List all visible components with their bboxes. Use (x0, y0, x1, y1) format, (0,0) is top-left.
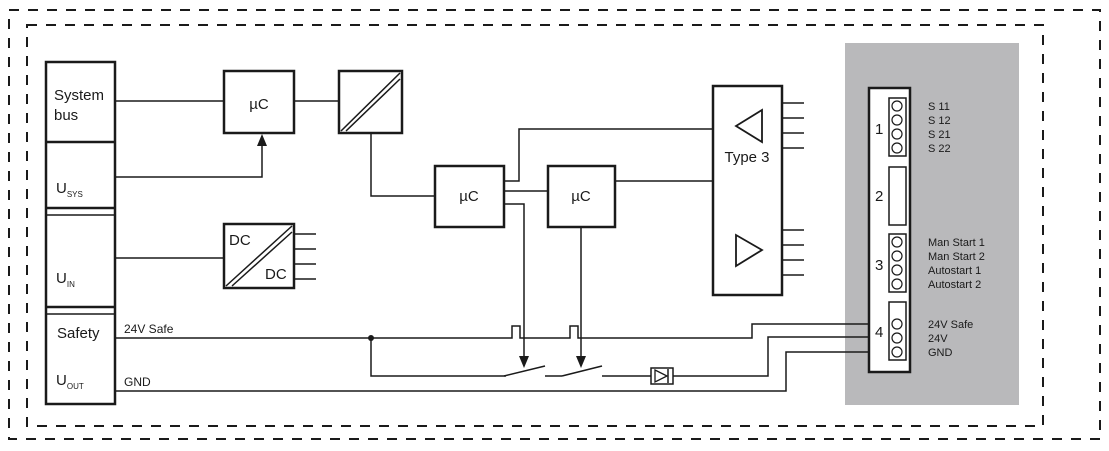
output-stage-label: Type 3 (724, 149, 769, 166)
inner-dashed-frame (26, 24, 1044, 427)
terminal-1-label-4: S 22 (928, 143, 951, 155)
system-bus-label-line2: bus (54, 107, 78, 124)
terminal-1-pins (891, 100, 903, 154)
gnd-line (115, 351, 869, 392)
terminal-4-label-2: 24V (928, 333, 948, 345)
terminal-4-label-3: GND (928, 347, 953, 359)
terminal-2-number: 2 (875, 188, 883, 205)
dc-in-label: DC (229, 232, 251, 249)
safety-label: Safety (57, 325, 100, 342)
output-stubs (294, 102, 804, 280)
dc-dc-diagonal-2 (231, 231, 293, 287)
terminal-3-label-2: Man Start 2 (928, 251, 985, 263)
isolator-diagonal (340, 72, 401, 132)
terminal-4-connector (888, 301, 907, 361)
terminal-3-number: 3 (875, 257, 883, 274)
safe-24v-line (115, 323, 869, 339)
terminal-1-label-2: S 12 (928, 115, 951, 127)
usys-arrowhead (257, 134, 267, 146)
terminal-1-number: 1 (875, 121, 883, 138)
terminal-3-label-1: Man Start 1 (928, 237, 985, 249)
switch-branch (370, 336, 869, 377)
switch1-arrowhead (519, 356, 529, 368)
dc-out-label: DC (265, 266, 287, 283)
terminal-4-pins (891, 318, 903, 358)
usys-label: USYS (56, 180, 83, 199)
uc-top-block (222, 69, 296, 135)
output-triangle-bottom (735, 233, 764, 268)
dc-dc-diagonal (225, 225, 293, 287)
terminal-4-label-1: 24V Safe (928, 319, 973, 331)
left-module (44, 60, 117, 406)
terminal-3-label-3: Autostart 1 (928, 265, 981, 277)
uc-mid1-label: µC (459, 188, 479, 205)
terminal-4-number: 4 (875, 324, 883, 341)
terminal-1-connector (888, 97, 907, 157)
dc-dc-block (222, 222, 296, 290)
switch2-arrowhead (576, 356, 586, 368)
safe-24v-label: 24V Safe (124, 322, 174, 336)
uin-label: UIN (56, 270, 75, 289)
output-stage-block (711, 84, 784, 297)
signal-wires (115, 100, 713, 360)
output-triangle-top (734, 108, 763, 144)
diode-symbol (650, 367, 674, 385)
uc-mid2-label: µC (571, 188, 591, 205)
system-bus-label-line1: System (54, 87, 104, 104)
terminal-3-label-4: Autostart 2 (928, 279, 981, 291)
gnd-label: GND (124, 375, 151, 389)
terminal-1-label-3: S 21 (928, 129, 951, 141)
terminal-1-label-1: S 11 (928, 101, 950, 113)
uout-label: UOUT (56, 372, 84, 391)
uc-top-label: µC (249, 96, 269, 113)
isolator-diagonal-2 (345, 78, 401, 132)
terminal-3-pins (891, 236, 903, 290)
terminal-2-connector (888, 166, 907, 226)
terminal-3-connector (888, 233, 907, 293)
